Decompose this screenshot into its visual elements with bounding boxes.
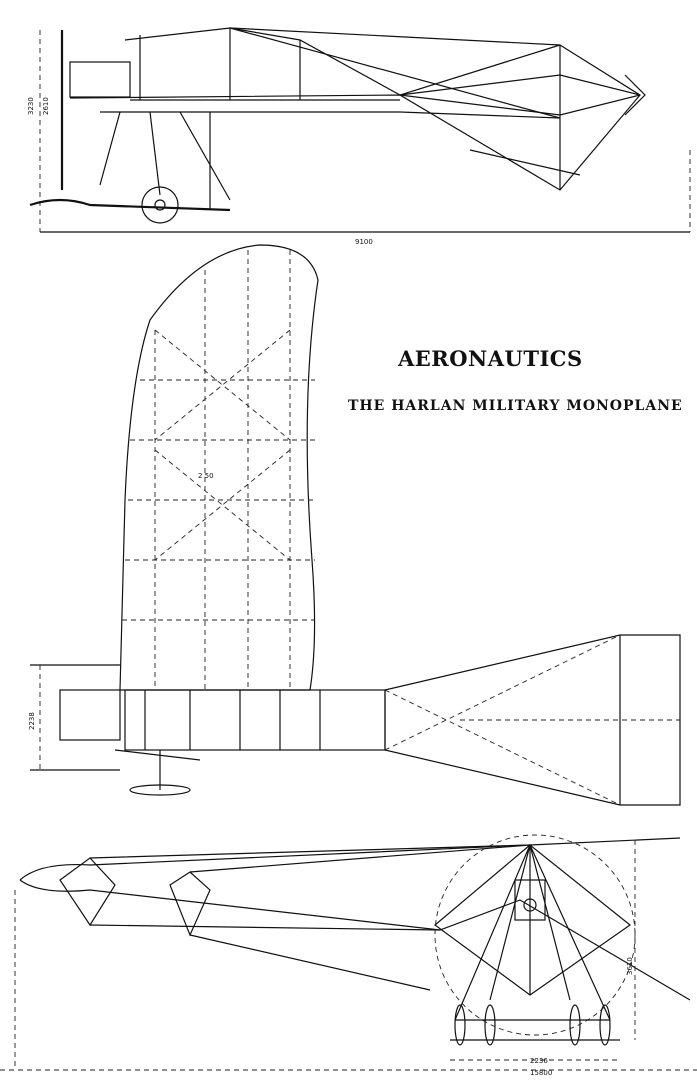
page-subtitle: THE HARLAN MILITARY MONOPLANE [348, 398, 683, 414]
dim-plan-width: 2238 [28, 712, 36, 730]
page-title: AERONAUTICS [398, 346, 583, 371]
wheel [141, 186, 179, 224]
dim-wing-chord: 2 50 [198, 472, 214, 480]
dim-side-height-inner: 2610 [42, 97, 50, 115]
plan-view: 2238 2 50 [28, 244, 681, 806]
dim-front-track: 2236 [530, 1057, 548, 1065]
wing [119, 244, 319, 691]
dim-front-height: 3610 [626, 957, 634, 975]
front-engine [514, 879, 546, 921]
engine [59, 689, 121, 741]
dim-front-span: 15800 [530, 1069, 552, 1077]
fuselage [124, 689, 386, 751]
front-view: 3610 2236 15800 [0, 834, 697, 1077]
side-view: 3230 2610 9100 [27, 27, 691, 246]
dim-side-height-total: 3230 [27, 97, 35, 115]
dim-side-length: 9100 [355, 238, 373, 246]
